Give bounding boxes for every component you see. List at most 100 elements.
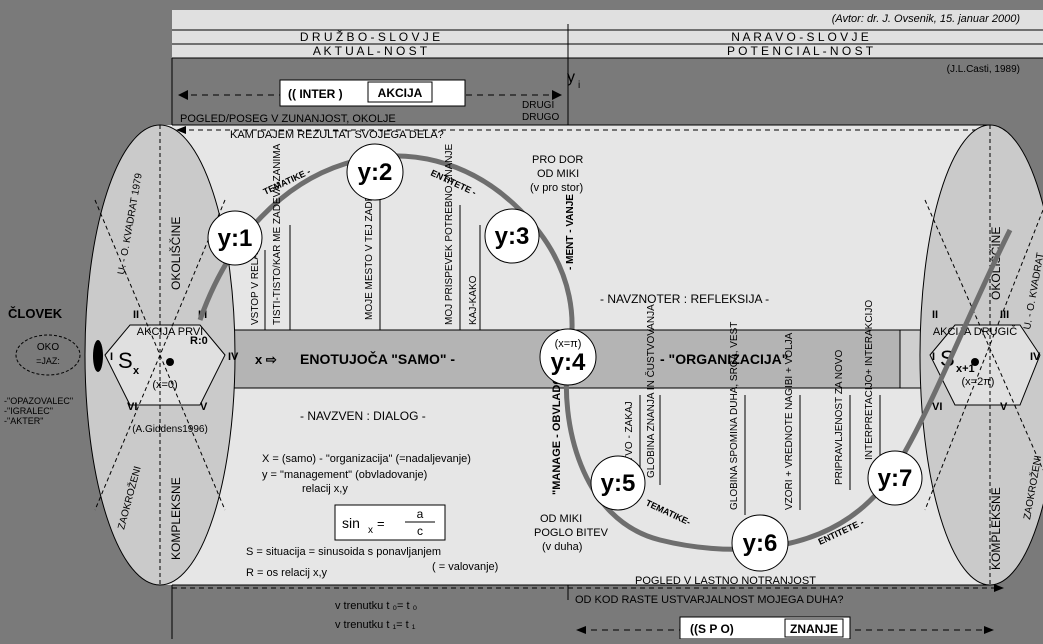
node-y6-label: y:6 (743, 530, 778, 557)
node-y6 (731, 514, 789, 572)
aktual-nost: A K T U A L - N O S T (313, 44, 428, 58)
left-roman-4: IV (228, 351, 239, 363)
potencial-nost: P O T E N C I A L - N O S T (727, 44, 874, 58)
v-duha: (v duha) (542, 541, 582, 553)
node-y2 (346, 143, 404, 201)
node-y7-label: y:7 (878, 465, 913, 492)
left-hexagon (104, 324, 226, 406)
vertical-bot-6: INTERPRETACIJO+ INTERAKCIJO (864, 300, 875, 460)
vertical-top-4: MOJ PRISPEVEK POTREBNO ZNANJE (444, 144, 455, 325)
node-y4 (539, 328, 597, 386)
refleksija: - NAVZNOTER : REFLEKSIJA - (600, 292, 769, 306)
node-x-pi: (x=π) (555, 338, 582, 350)
vertical-top-5: KAJ-KAKO (468, 275, 479, 325)
drugo-label: DRUGO (522, 112, 559, 123)
left-roman-5: V (200, 401, 208, 413)
vertical-top-1: VSTOP V RELACIJO (250, 230, 261, 325)
trenutku-2: v trenutku t ₁= t ₁ (335, 619, 416, 631)
pro-dor: PRO DOR (532, 154, 583, 166)
yi-sub: i (578, 80, 580, 91)
band-samo: ENOTUJOČA "SAMO" - (300, 350, 455, 367)
manage: "MANAGE - OBVLADO (551, 376, 563, 495)
node-y5-label: y:5 (601, 470, 636, 497)
vertical-top-2: TISTI-TISTO/KAR ME ZADEVA-ZANIMA (272, 143, 283, 325)
vertical-bot-3: GLOBINA SPOMINA DUHA, SRCA, VEST (729, 322, 740, 510)
giddens: (A.Giddens1996) (132, 424, 208, 435)
znanje-box (784, 618, 844, 638)
left-s: S (118, 348, 133, 373)
sin-num: a (417, 507, 424, 521)
akcija-label: AKCIJA (378, 86, 423, 100)
sin-left: sin (342, 515, 360, 531)
left-roman-2: II (133, 309, 139, 321)
ment-vanje: - MENT - VANJE (565, 194, 576, 270)
oko-ellipse (15, 334, 81, 376)
vertical-bot-4: VZORI + VREDNOTE NAGIBI + VOLJA (784, 332, 795, 510)
node-y1 (207, 210, 263, 266)
role-opazovalec: -"OPAZOVALEC" (4, 396, 73, 406)
kam-dajem: KAM DAJEM REZULTAT SVOJEGA DELA? (230, 129, 444, 141)
poglo-bitev: POGLO BITEV (534, 527, 609, 539)
dialog: - NAVZVEN : DIALOG - (300, 409, 426, 423)
right-roman-2: II (932, 309, 938, 321)
jaz-label: =JAZ: (36, 356, 60, 366)
right-s-sub: x+1 (956, 363, 975, 375)
znanje-label: ZNANJE (790, 622, 838, 636)
akcija-box (367, 81, 433, 103)
yi-label: y (567, 69, 575, 86)
naravo-slovje: N A R A V O - S L O V J E (731, 30, 869, 44)
legend-line2: y = "management" (obvladovanje) (262, 469, 427, 481)
od-kod: OD KOD RASTE USTVARJALNOST MOJEGA DUHA? (575, 594, 844, 606)
vertical-top-3: MOJE MESTO V TEJ ZADEVI (364, 185, 375, 320)
drugi-label: DRUGI (522, 100, 554, 111)
node-y3-label: y:3 (495, 223, 530, 250)
sin-sub: x (368, 525, 373, 536)
vertical-bot-2: GLOBINA ZNANJA IN ČUSTVOVANJA (644, 304, 657, 478)
casti-citation: (J.L.Casti, 1989) (947, 64, 1020, 75)
right-x2pi: (x=2π) (962, 376, 995, 388)
right-roman-6: VI (932, 401, 942, 413)
inter-label: (( INTER ) (288, 87, 343, 101)
spo-label: ((S P O) (690, 622, 734, 636)
eye-icon (93, 340, 103, 372)
band-organizacija: - "ORGANIZACIJA" (660, 351, 788, 367)
left-okoliscine: OKOLIŠČINE (168, 217, 183, 290)
r-os: R = os relacij x,y (246, 567, 327, 579)
akcija-prvi: AKCIJA PRVI (137, 326, 203, 338)
node-y3 (484, 208, 540, 264)
node-y1-label: y:1 (218, 225, 253, 252)
v-pro-stor: (v pro stor) (530, 182, 583, 194)
role-akter: -"AKTER" (4, 416, 43, 426)
pogled-vlastno: POGLED V LASTNO NOTRANJOST (635, 575, 816, 587)
node-y5 (590, 455, 646, 511)
right-roman-5: V (1000, 401, 1008, 413)
pogled-poseg: POGLED/POSEG V ZUNANJOST, OKOLJE (180, 113, 396, 125)
oko-label: OKO (37, 342, 59, 353)
clovek-label: ČLOVEK (8, 306, 63, 321)
od-miki-top: OD MIKI (537, 168, 579, 180)
left-s-sub: x (133, 365, 140, 377)
node-y4-label: y:4 (551, 349, 586, 376)
trenutku-1: v trenutku t ₀= t ₀ (335, 600, 417, 612)
x-arrow: x ⇨ (255, 352, 277, 367)
node-y2-label: y:2 (358, 159, 393, 186)
right-kompleksne: KOMPLEKSNE (989, 487, 1003, 570)
left-kompleksne: KOMPLEKSNE (169, 477, 183, 560)
role-igralec: -"IGRALEC" (4, 406, 53, 416)
vertical-bot-5: PRIPRAVLJENOST ZA NOVO (834, 350, 845, 485)
akcija-drugic: AKCIJA DRUGIČ (933, 325, 1017, 338)
left-r0: R:0 (190, 335, 208, 347)
node-y7 (867, 450, 923, 506)
valovanje: ( = valovanje) (432, 561, 498, 573)
s-situacija: S = situacija = sinusoida s ponavljanjem (246, 546, 441, 558)
vertical-bot-1: BISTVO - ZAKAJ (624, 401, 635, 478)
right-roman-1: I (932, 351, 935, 363)
legend-line3: relacij x,y (302, 483, 348, 495)
sin-den: c (417, 524, 423, 538)
legend-line1: X = (samo) - "organizacija" (=nadaljevan… (262, 453, 471, 465)
left-x0: (x=0) (152, 379, 177, 391)
left-roman-6: VI (127, 401, 137, 413)
od-miki-bot: OD MIKI (540, 513, 582, 525)
